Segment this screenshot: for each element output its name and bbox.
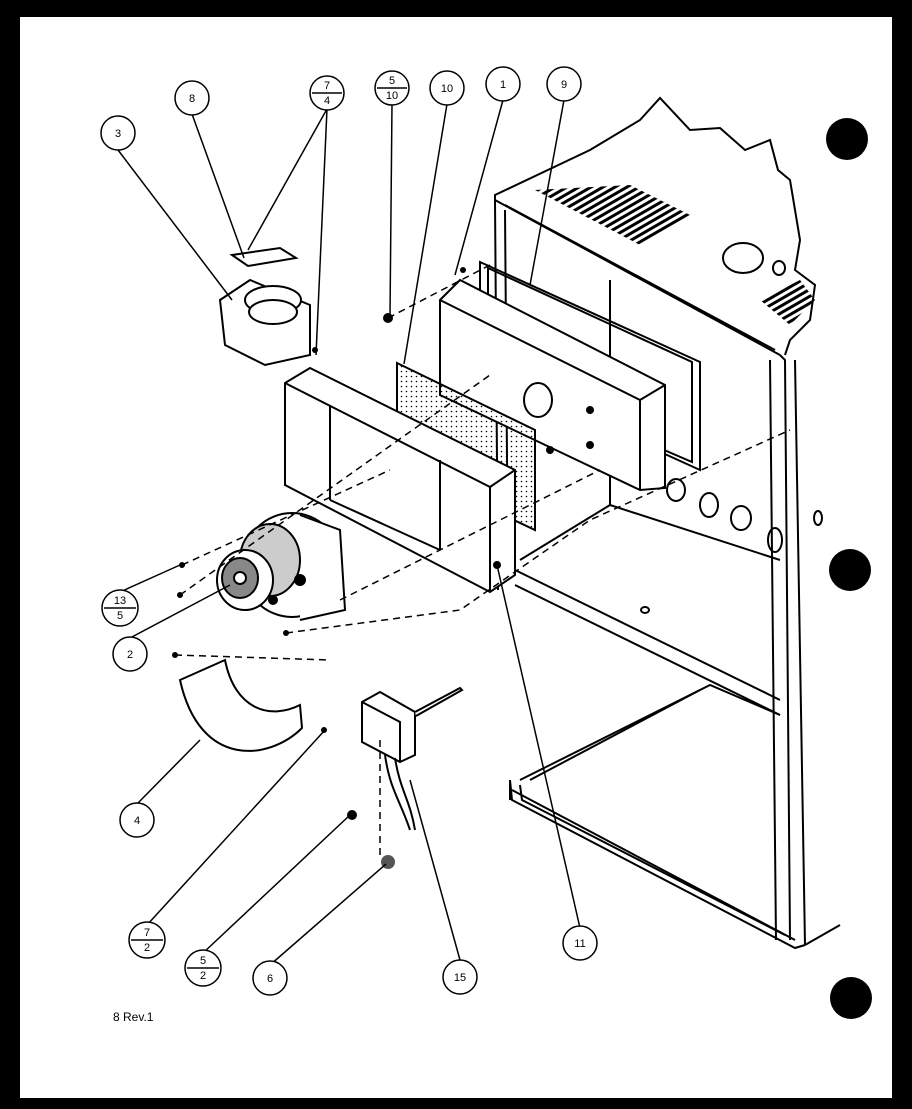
inducer-bracket [218,246,311,367]
callout-15: 15 [442,959,478,995]
svg-text:7: 7 [324,80,330,92]
svg-text:7: 7 [144,927,150,939]
alignment-lines [174,264,791,860]
svg-text:15: 15 [454,972,466,984]
callout-7-over-2: 7 2 [128,921,166,959]
svg-text:5: 5 [117,610,123,622]
inducer-motor [216,512,347,621]
callout-8: 8 [174,80,210,116]
revision-label: 8 Rev.1 [113,1010,154,1024]
callout-balloons: 3 8 7 4 5 10 10 1 9 [100,66,598,996]
callout-5-over-10: 5 10 [374,70,410,106]
callout-2: 2 [112,636,148,672]
svg-text:11: 11 [574,938,585,950]
heat-shield [178,658,304,752]
svg-text:6: 6 [267,973,273,985]
callout-11: 11 [562,925,598,961]
svg-text:10: 10 [386,90,398,102]
callout-4: 4 [119,802,155,838]
svg-text:13: 13 [114,595,126,607]
svg-text:2: 2 [144,942,150,954]
svg-text:8: 8 [189,93,195,105]
svg-text:3: 3 [115,128,121,140]
callout-9: 9 [546,66,582,102]
callout-13-over-5: 13 5 [101,589,139,627]
svg-text:5: 5 [389,75,395,87]
svg-text:1: 1 [500,79,506,91]
control-box [361,686,464,831]
vent-louvers [535,185,815,325]
callout-6: 6 [252,960,288,996]
callout-1: 1 [485,66,521,102]
svg-text:10: 10 [441,83,453,95]
callout-10: 10 [429,70,465,106]
collector-box [284,366,516,594]
svg-text:4: 4 [324,95,330,107]
svg-text:2: 2 [127,649,133,661]
binder-holes [826,118,872,1019]
callout-7-over-4: 7 4 [309,75,345,111]
svg-text:9: 9 [561,79,567,91]
callout-5-over-2: 5 2 [184,949,222,987]
svg-text:4: 4 [134,815,140,827]
svg-text:2: 2 [200,970,206,982]
callout-3: 3 [100,115,136,151]
leader-lines [117,99,581,966]
svg-text:5: 5 [200,955,206,967]
